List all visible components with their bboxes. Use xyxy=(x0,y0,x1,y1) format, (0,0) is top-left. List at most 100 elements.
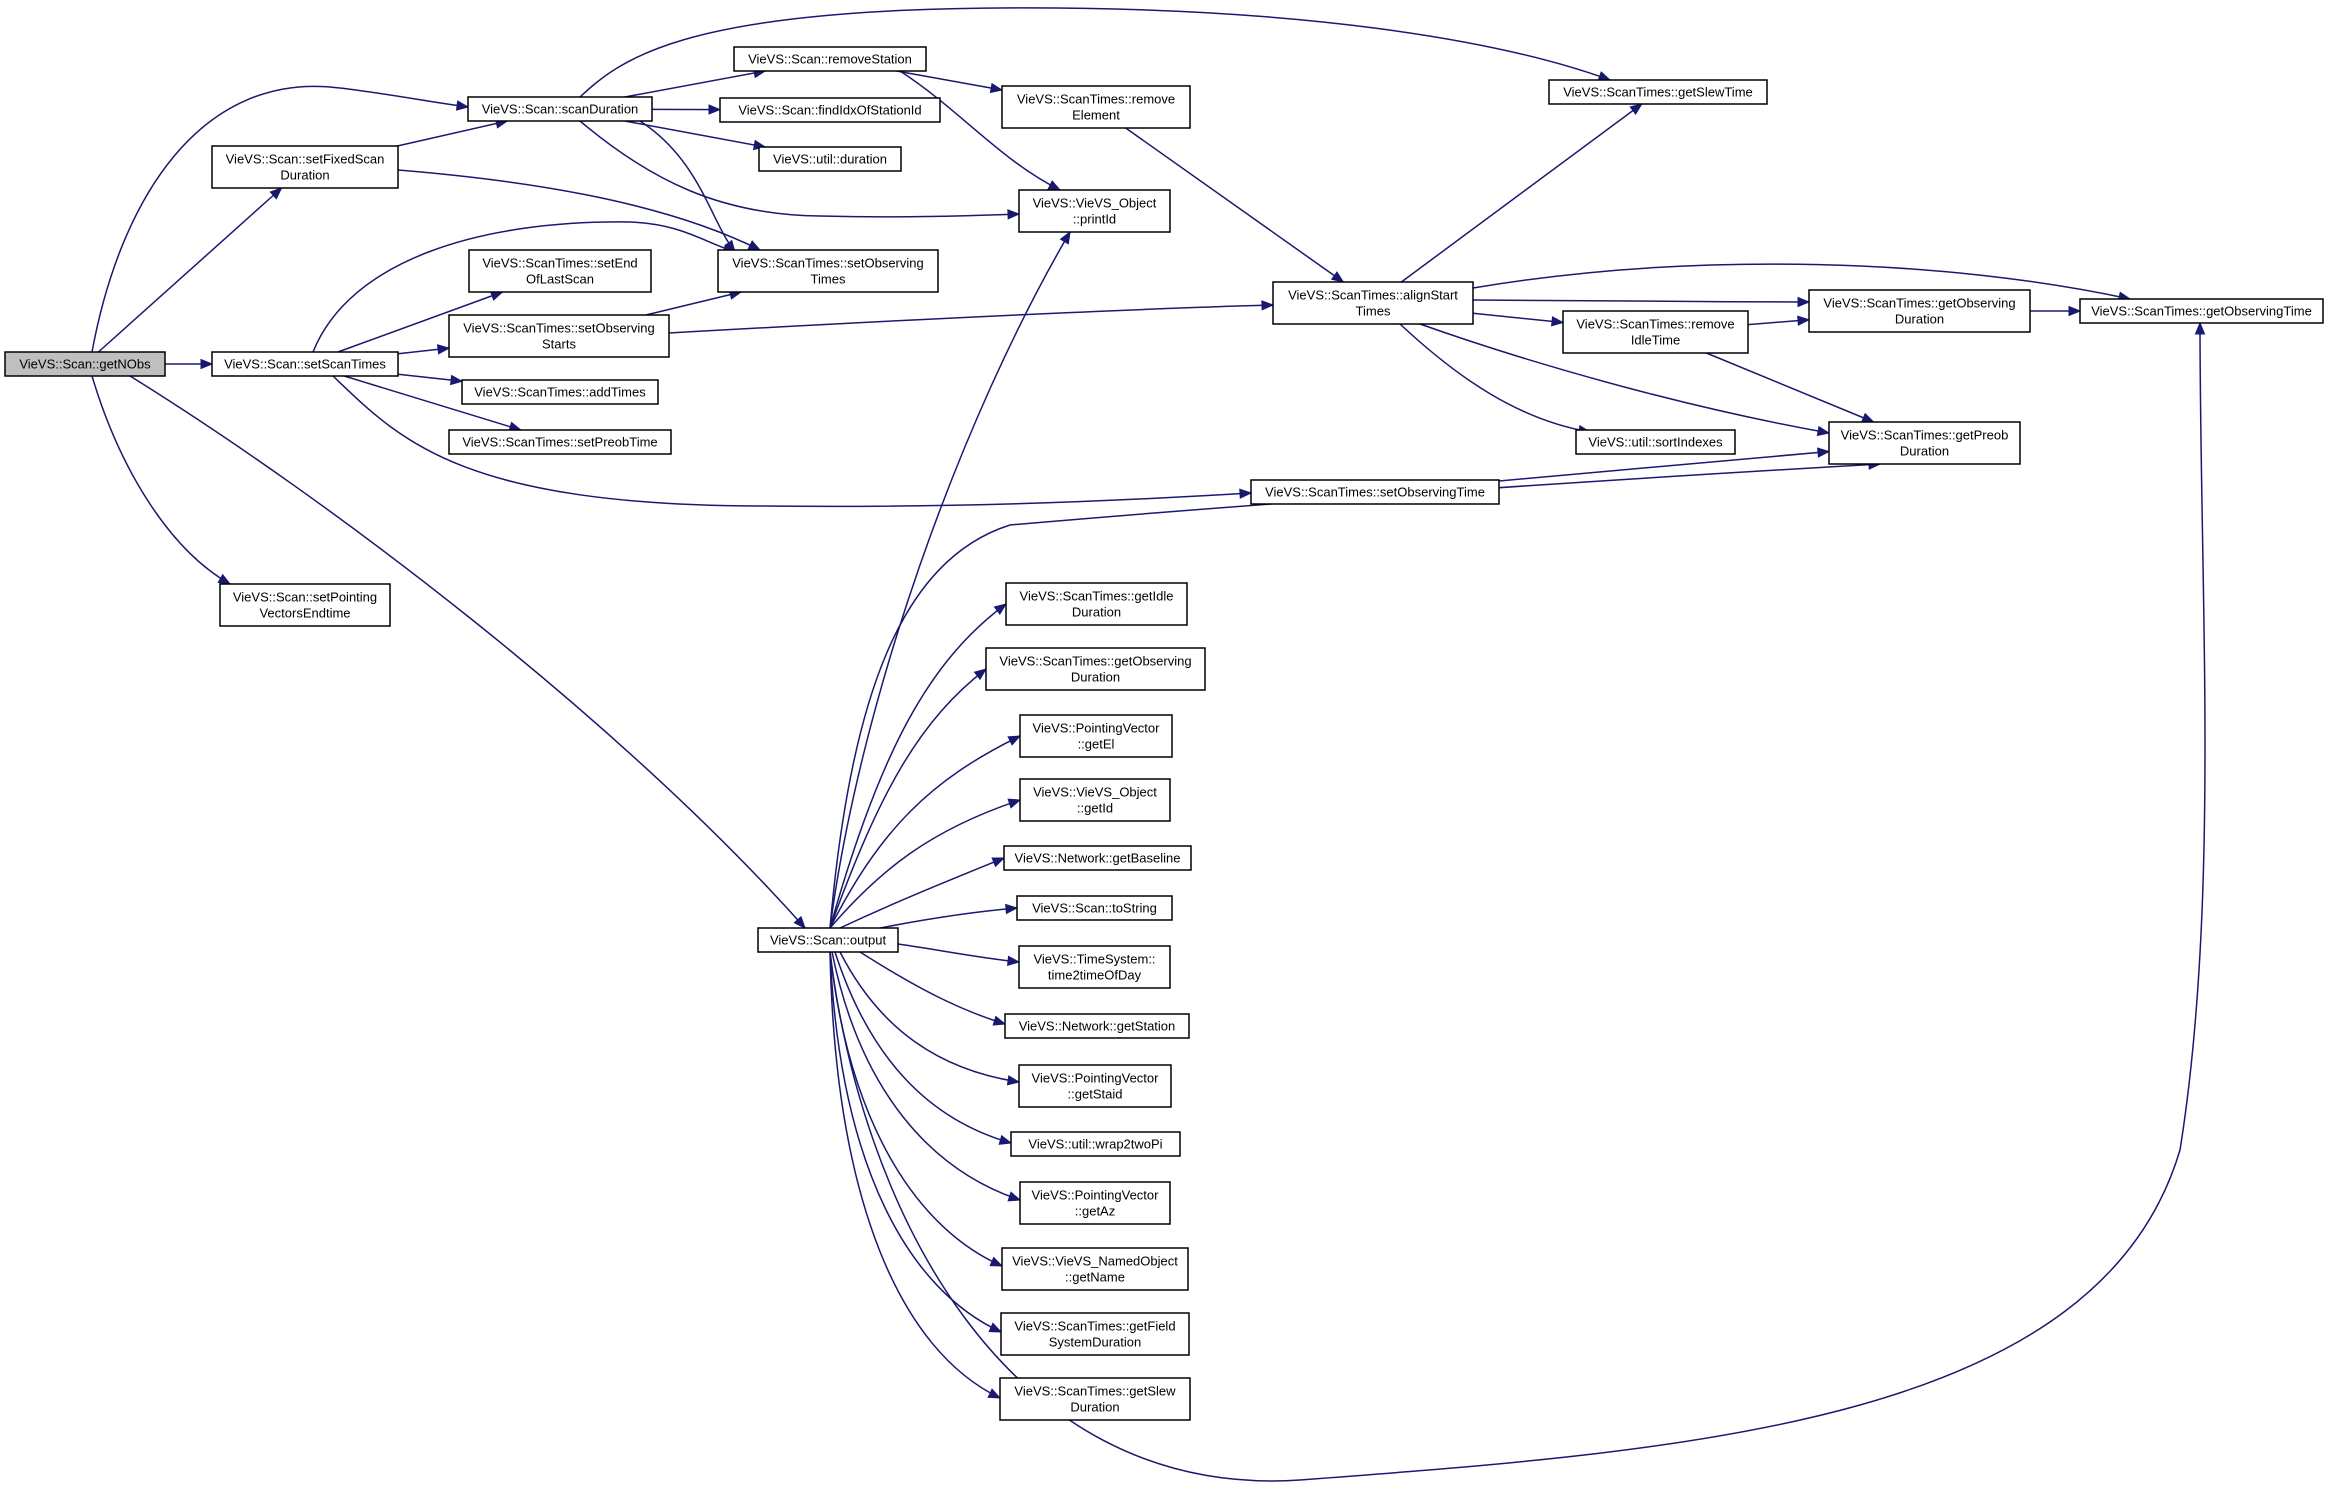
node-label: VieVS::Scan::setPointing xyxy=(233,590,377,605)
node-box xyxy=(717,249,939,293)
edge-line xyxy=(97,187,283,353)
node-getObservingTime[interactable]: VieVS::ScanTimes::getObservingTime xyxy=(2079,298,2324,324)
node-findIdx[interactable]: VieVS::Scan::findIdxOfStationId xyxy=(719,97,941,123)
node-getStation[interactable]: VieVS::Network::getStation xyxy=(1004,1013,1190,1039)
node-label: VieVS::ScanTimes::getObserving xyxy=(999,654,1191,669)
edge-setFixedScanDuration-to-scanDuration xyxy=(397,118,509,147)
node-label: VieVS::ScanTimes::getField xyxy=(1014,1319,1175,1334)
node-box xyxy=(1004,1013,1190,1039)
node-getStaid[interactable]: VieVS::PointingVector::getStaid xyxy=(1018,1064,1172,1108)
node-label: VieVS::Scan::findIdxOfStationId xyxy=(738,103,921,118)
node-getEl[interactable]: VieVS::PointingVector::getEl xyxy=(1019,714,1173,758)
node-box xyxy=(1272,281,1474,325)
node-label: Duration xyxy=(1072,605,1121,620)
node-label: time2timeOfDay xyxy=(1048,968,1142,983)
arrowhead-icon xyxy=(989,1256,1004,1267)
node-addTimes[interactable]: VieVS::ScanTimes::addTimes xyxy=(461,379,659,405)
node-label: VieVS::util::duration xyxy=(773,152,887,167)
edge-output-to-getFieldSystemDuration xyxy=(829,951,1003,1333)
edge-removeIdleTime-to-getObservingDuration1 xyxy=(1747,315,1811,326)
edge-alignStartTimes-to-getSlewTime xyxy=(1400,103,1643,283)
node-box xyxy=(1018,1064,1172,1108)
arrowhead-icon xyxy=(987,1388,1002,1399)
node-label: VieVS::ScanTimes::setObserving xyxy=(463,321,654,336)
arrowhead-icon xyxy=(1330,271,1345,283)
edge-line xyxy=(312,221,736,353)
node-box xyxy=(448,429,672,455)
arrowhead-icon xyxy=(200,358,214,370)
edge-line xyxy=(91,85,469,353)
node-utilDuration[interactable]: VieVS::util::duration xyxy=(758,146,902,172)
edge-output-to-time2timeOfDay xyxy=(897,943,1021,967)
node-label: IdleTime xyxy=(1631,333,1680,348)
edge-output-to-getBaseline xyxy=(839,857,1006,929)
edge-line xyxy=(859,951,1006,1025)
edge-line xyxy=(1400,103,1643,283)
edge-removeIdleTime-to-getPreobDuration xyxy=(1706,352,1875,423)
node-getBaseline[interactable]: VieVS::Network::getBaseline xyxy=(1003,845,1192,871)
node-wrap2twoPi[interactable]: VieVS::util::wrap2twoPi xyxy=(1010,1131,1181,1157)
node-scanDuration[interactable]: VieVS::Scan::scanDuration xyxy=(467,96,653,122)
node-label: VectorsEndtime xyxy=(259,606,350,621)
node-getSlewTime[interactable]: VieVS::ScanTimes::getSlewTime xyxy=(1548,79,1768,105)
node-getId[interactable]: VieVS::VieVS_Object::getId xyxy=(1019,778,1171,822)
edge-output-to-printId xyxy=(829,230,1071,929)
edge-line xyxy=(829,603,1007,929)
edge-line xyxy=(834,951,1012,1144)
node-getNObs[interactable]: VieVS::Scan::getNObs xyxy=(4,351,166,377)
arrowhead-icon xyxy=(1006,1075,1021,1086)
node-setObservingTime[interactable]: VieVS::ScanTimes::setObservingTime xyxy=(1250,479,1500,505)
node-label: VieVS::ScanTimes::alignStart xyxy=(1288,288,1458,303)
node-box xyxy=(758,146,902,172)
edge-line xyxy=(668,304,1274,334)
node-label: ::getAz xyxy=(1075,1204,1115,1219)
edge-line xyxy=(579,7,1611,98)
node-time2timeOfDay[interactable]: VieVS::TimeSystem::time2timeOfDay xyxy=(1018,945,1171,989)
arrowhead-icon xyxy=(2068,305,2082,317)
node-sortIndexes[interactable]: VieVS::util::sortIndexes xyxy=(1575,429,1736,455)
node-setScanTimes[interactable]: VieVS::Scan::setScanTimes xyxy=(211,351,399,377)
edge-alignStartTimes-to-getObservingTime xyxy=(1472,263,2132,302)
edge-line xyxy=(645,291,742,316)
edge-output-to-getStation xyxy=(859,951,1007,1026)
edge-line xyxy=(831,951,1021,1201)
node-label: VieVS::Scan::output xyxy=(770,933,887,948)
node-box xyxy=(1005,582,1188,626)
node-label: VieVS::TimeSystem:: xyxy=(1033,952,1155,967)
node-getName[interactable]: VieVS::VieVS_NamedObject::getName xyxy=(1001,1247,1189,1291)
node-box xyxy=(1003,845,1192,871)
node-box xyxy=(1001,1247,1189,1291)
edge-setScanTimes-to-setObservingStarts xyxy=(397,344,451,355)
edge-getNObs-to-output xyxy=(129,375,806,929)
node-setPreobTime[interactable]: VieVS::ScanTimes::setPreobTime xyxy=(448,429,672,455)
node-removeStation[interactable]: VieVS::Scan::removeStation xyxy=(733,46,927,72)
node-label: VieVS::Scan::setFixedScan xyxy=(226,152,385,167)
arrowhead-icon xyxy=(2194,321,2206,335)
arrowhead-icon xyxy=(1047,180,1062,191)
node-getAz[interactable]: VieVS::PointingVector::getAz xyxy=(1019,1181,1171,1225)
edge-line xyxy=(397,120,508,147)
node-toString[interactable]: VieVS::Scan::toString xyxy=(1016,895,1173,921)
arrowhead-icon xyxy=(1629,103,1643,116)
node-printId[interactable]: VieVS::VieVS_Object::printId xyxy=(1018,189,1171,233)
node-label: Duration xyxy=(1895,312,1944,327)
arrowhead-icon xyxy=(489,291,504,301)
node-box xyxy=(468,249,652,293)
node-output[interactable]: VieVS::Scan::output xyxy=(757,927,899,953)
edge-alignStartTimes-to-sortIndexes xyxy=(1399,323,1592,436)
arrowhead-icon xyxy=(988,1322,1003,1333)
